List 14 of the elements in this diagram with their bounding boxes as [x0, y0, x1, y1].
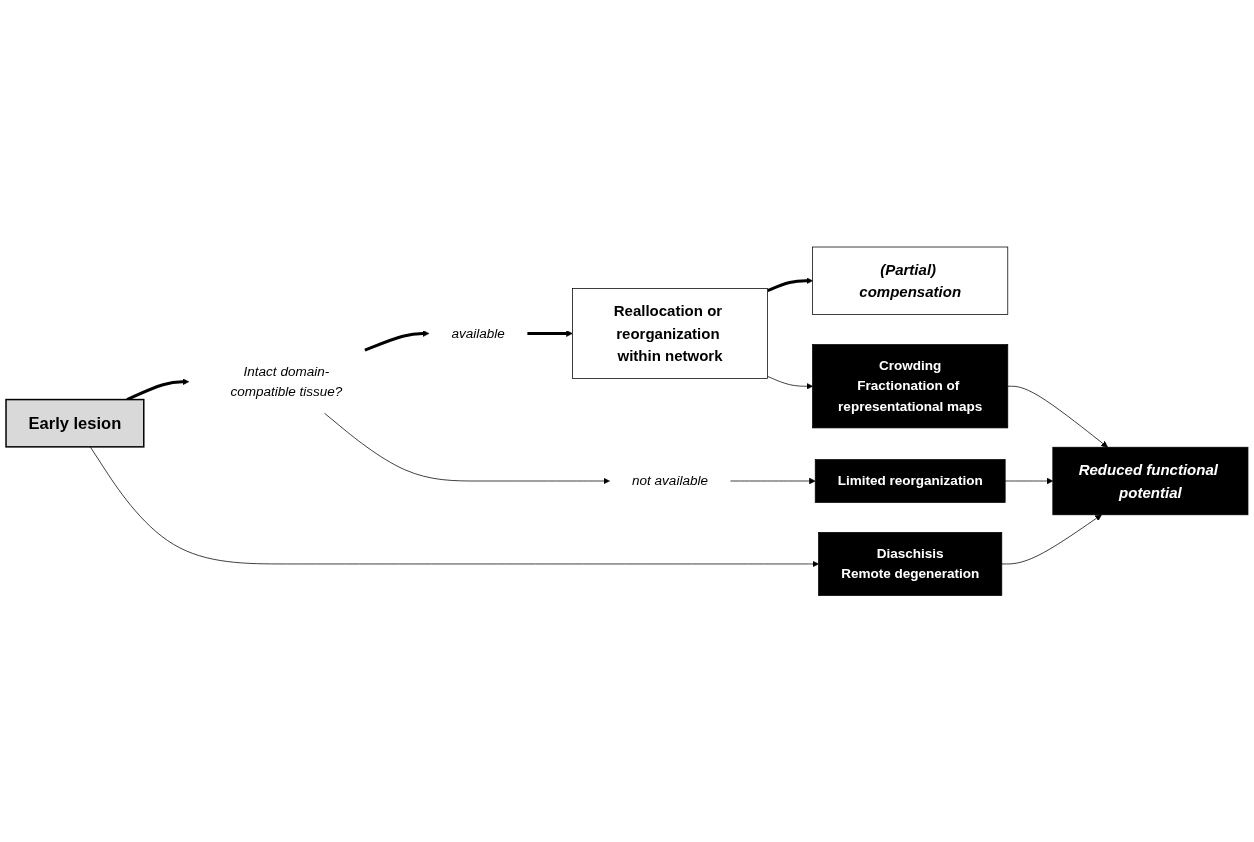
node-box: Reduced functional potential: [1052, 446, 1249, 515]
node-box: Diaschisis Remote degeneration: [818, 531, 1003, 596]
node-text: available: [451, 325, 505, 341]
node-box: Limited reorganization: [814, 459, 1006, 503]
arrow: [766, 277, 813, 292]
arrow: [364, 329, 430, 352]
node-box: Reallocation or reorganization within network: [572, 287, 768, 379]
node-box: Crowding Fractionation of representational maps: [812, 343, 1009, 429]
arrow: [527, 329, 573, 337]
node-text: not available: [632, 472, 708, 488]
node-text: Intact domain-compatible tissue?: [230, 363, 343, 399]
node-box: Early lesion: [5, 398, 145, 448]
node-box: (Partial) compensation: [812, 246, 1009, 315]
arrow: [126, 378, 190, 401]
